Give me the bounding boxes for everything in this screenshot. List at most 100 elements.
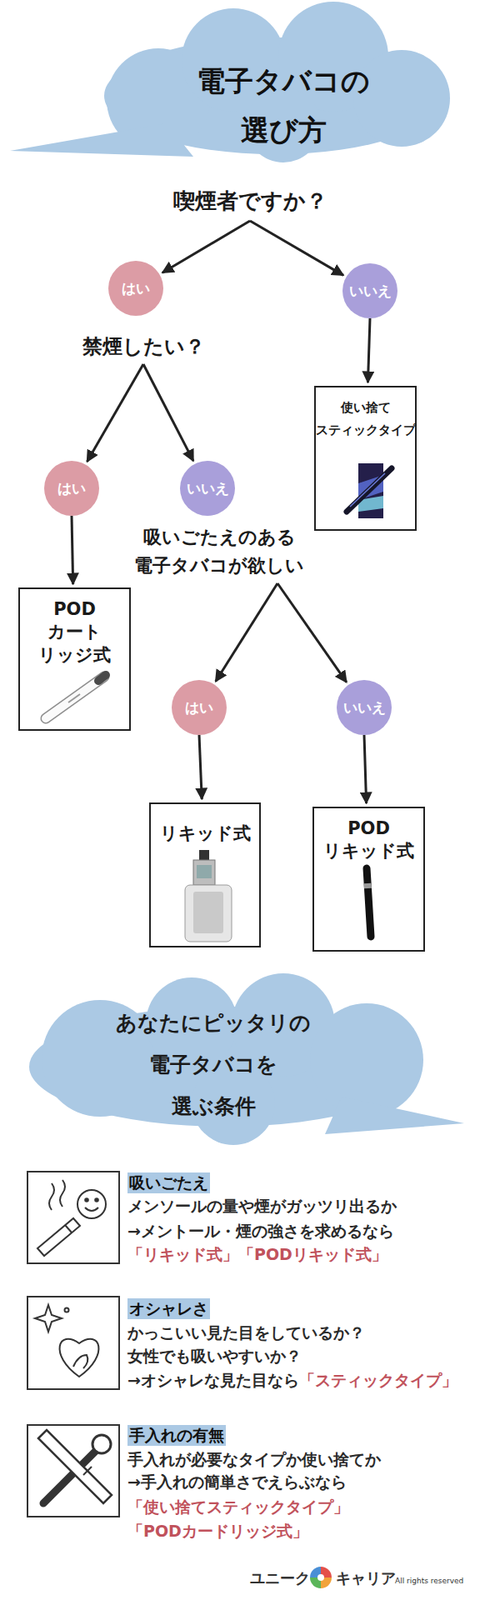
smiley-face (77, 1190, 106, 1219)
answer-text: はい (57, 480, 86, 497)
wrench-head (92, 1435, 111, 1454)
device-icon (37, 1218, 80, 1256)
cloud-part (325, 1096, 465, 1135)
heart-icon (60, 1339, 100, 1377)
question-text: 喫煙者ですか？ (173, 187, 328, 216)
answer-text: はい (121, 280, 150, 297)
logo-text: ユニーク (250, 1568, 310, 1588)
result-box: リキッド式 (149, 802, 261, 948)
yes-circle: はい (171, 680, 227, 735)
drip-tip (199, 850, 210, 860)
section-cloud: あなたにピッタリの 電子タバコを 選ぶ条件 (8, 980, 469, 1150)
answer-text: いいえ (349, 282, 392, 300)
no-circle: いいえ (180, 460, 235, 516)
cloud-part (41, 1000, 159, 1117)
sparkle-dot (65, 1308, 70, 1313)
cloud-part (145, 977, 238, 1070)
no-circle: いいえ (342, 263, 398, 319)
cloud-part (245, 87, 321, 163)
condition-text: かっこいい見た目をしているか？ (127, 1322, 365, 1344)
circle-fill (171, 680, 227, 735)
circle-fill (342, 263, 398, 319)
answer-text: いいえ (186, 480, 230, 497)
tank-window (196, 865, 212, 879)
smiley-eye (85, 1198, 89, 1202)
flow-arrow (199, 735, 202, 800)
yes-circle: はい (44, 460, 100, 516)
flow-arrow (277, 583, 347, 683)
result-text: POD カート リッジ式 (38, 598, 111, 667)
flow-arrow (367, 318, 370, 383)
circle-outline (180, 460, 235, 516)
result-box: 使い捨て スティックタイプ (314, 385, 417, 531)
device-icon (38, 1430, 112, 1504)
circle-fill (180, 460, 235, 516)
cloud-part (353, 50, 450, 147)
question-text: 吸いごたえのある 電子タバコが欲しい (134, 523, 305, 580)
cartridge-pen-illustration (45, 675, 106, 719)
answer-text: いいえ (343, 699, 386, 716)
cloud-part (29, 1006, 421, 1127)
flow-arrow (143, 364, 194, 461)
flow-arrow (364, 735, 367, 804)
device-highlight (350, 473, 385, 507)
condition-text: →手入れの簡単さでえらぶなら (127, 1471, 347, 1493)
cloud-part (310, 1003, 424, 1117)
section-heading: あなたにピッタリの 電子タバコを 選ぶ条件 (115, 1002, 311, 1128)
flow-arrow (215, 583, 278, 682)
question-text: 禁煙したい？ (82, 334, 205, 360)
stick-device-illustration (346, 463, 392, 519)
title: 電子タバコの 選び方 (196, 56, 370, 155)
pen-tip (98, 675, 106, 681)
condition-text: メンソールの量や煙がガッツリ出るか (127, 1195, 397, 1217)
recommendation-text: 「スティックタイプ」 (299, 1370, 458, 1391)
flow-arrow (250, 220, 344, 275)
circle-outline (171, 680, 227, 735)
condition-heading: 吸いごたえ (127, 1172, 210, 1194)
circle-fill (108, 260, 164, 316)
question-text: 吸いごたえのある 電子タバコが欲しい (94, 520, 345, 584)
pen-mark (68, 694, 80, 703)
condition-icons (27, 1171, 120, 1517)
flow-arrow (86, 364, 144, 462)
no-circle: いいえ (336, 680, 392, 735)
circle-outline (44, 460, 100, 516)
mod-panel (193, 891, 224, 934)
box-mod-illustration (185, 850, 232, 942)
device-stick (346, 468, 392, 512)
pod-pen-illustration (366, 868, 371, 937)
condition-text: 手入れが必要なタイプか使い捨てか (127, 1449, 381, 1470)
answer-text: はい (185, 699, 214, 716)
flow-arrow (162, 220, 250, 273)
pen-body (366, 868, 371, 937)
device-band (65, 1225, 72, 1233)
condition-text: →メントール・煙の強さを求めるなら (127, 1220, 395, 1242)
question-text: 禁煙したい？ (60, 330, 227, 365)
condition-heading: 手入れの有無 (127, 1425, 226, 1446)
result-box: POD リキッド式 (312, 806, 425, 952)
result-text: リキッド式 (160, 822, 251, 845)
result-text: POD リキッド式 (323, 817, 415, 864)
recommendation-text: 「使い捨てスティックタイプ」 (127, 1496, 350, 1518)
recommendation-text: 「PODカードリッジ式」 (127, 1520, 309, 1542)
profile-line (73, 1355, 88, 1369)
result-box: POD カート リッジ式 (18, 587, 131, 731)
cloud-part (231, 973, 335, 1077)
copyright-text: All rights reserved (395, 1575, 464, 1586)
icon-frame (27, 1171, 120, 1264)
device-band (83, 1466, 92, 1475)
sparkle-icon (35, 1305, 62, 1332)
mod-body (185, 885, 232, 942)
icon-frame (27, 1296, 120, 1390)
yes-circle: はい (108, 260, 164, 316)
logo-center (317, 1574, 325, 1581)
question-text: 喫煙者ですか？ (141, 182, 359, 221)
cloud-tail (10, 123, 194, 157)
cloud-part (191, 1061, 275, 1145)
circle-outline (342, 263, 398, 319)
circle-fill (336, 680, 392, 735)
